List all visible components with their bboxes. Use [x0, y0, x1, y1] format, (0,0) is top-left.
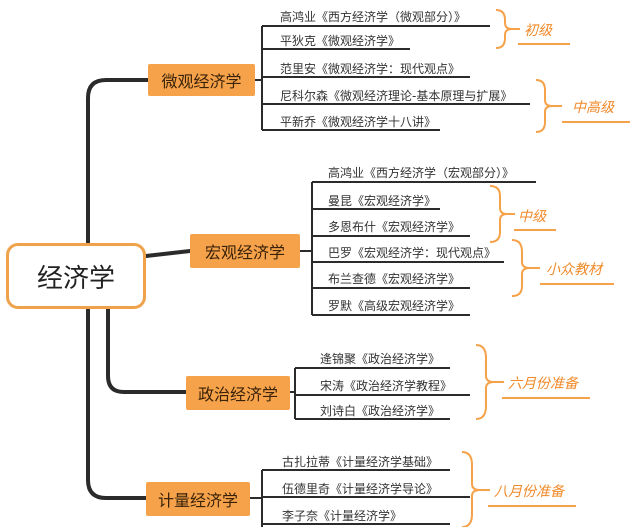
tag-label: 中级	[518, 209, 546, 225]
tag-label: 中高级	[572, 100, 614, 116]
book-item[interactable]: 多恩布什《宏观经济学》	[328, 220, 461, 234]
book-item[interactable]: 范里安《微观经济学：现代观点》	[280, 62, 461, 76]
book-item[interactable]: 尼科尔森《微观经济理论-基本原理与扩展》	[280, 89, 513, 103]
book-item[interactable]: 罗默《高级宏观经济学》	[328, 299, 461, 313]
branch-political-economy[interactable]: 政治经济学	[186, 376, 290, 410]
root-node[interactable]: 经济学	[6, 243, 146, 309]
tag-label: 初级	[524, 23, 552, 39]
tag-label: 八月份准备	[494, 484, 564, 500]
book-item[interactable]: 高鸿业《西方经济学（宏观部分）》	[328, 166, 515, 180]
book-item[interactable]: 布兰查德《宏观经济学》	[328, 272, 461, 286]
branch-econometrics[interactable]: 计量经济学	[146, 482, 250, 516]
book-item[interactable]: 刘诗白《政治经济学》	[320, 404, 441, 418]
book-item[interactable]: 宋涛《政治经济学教程》	[320, 379, 453, 393]
book-item[interactable]: 高鸿业《西方经济学（微观部分）》	[280, 10, 467, 24]
book-item[interactable]: 逄锦聚《政治经济学》	[320, 352, 441, 366]
branch-macroeconomics[interactable]: 宏观经济学	[190, 234, 300, 268]
book-item[interactable]: 平新乔《微观经济学十八讲》	[280, 115, 437, 129]
book-item[interactable]: 曼昆《宏观经济学》	[328, 194, 437, 208]
book-item[interactable]: 古扎拉蒂《计量经济学基础》	[282, 455, 439, 469]
branch-microeconomics[interactable]: 微观经济学	[148, 64, 255, 96]
book-item[interactable]: 李子奈《计量经济学》	[282, 509, 403, 523]
book-item[interactable]: 平狄克《微观经济学》	[280, 34, 401, 48]
tag-label: 六月份准备	[508, 376, 578, 392]
book-item[interactable]: 伍德里奇《计量经济学导论》	[282, 482, 439, 496]
tag-label: 小众教材	[546, 262, 602, 278]
book-item[interactable]: 巴罗《宏观经济学：现代观点》	[328, 246, 497, 260]
